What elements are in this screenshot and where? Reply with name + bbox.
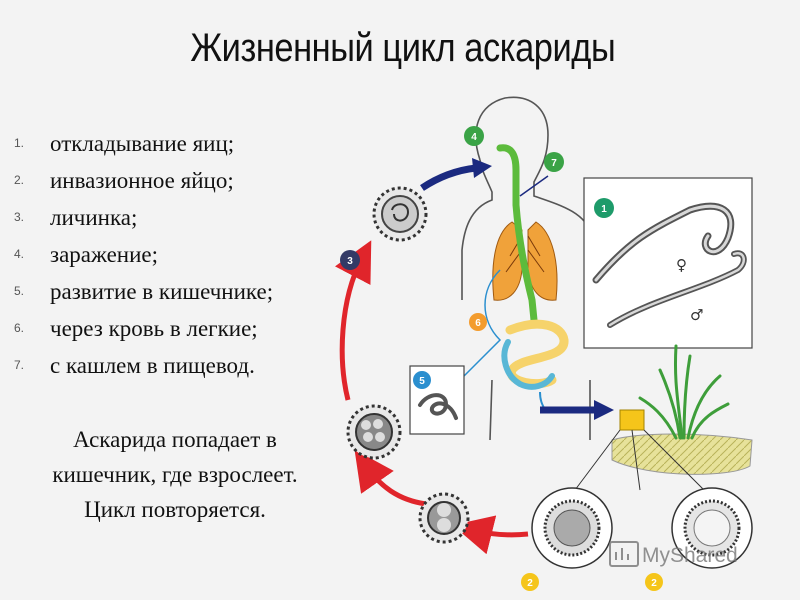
watermark: MyShared xyxy=(609,541,738,567)
badge-label: 2 xyxy=(651,578,657,589)
male-symbol: ♂ xyxy=(690,306,703,324)
step-item: 2. инвазионное яйцо; xyxy=(14,162,314,199)
intestines xyxy=(501,319,569,409)
badge-2: 2 xyxy=(521,573,539,591)
summary-text: Аскарида попадает в кишечник, где взросл… xyxy=(14,422,336,527)
step-number: 4. xyxy=(14,247,25,261)
slide-title: Жизненный цикл аскариды xyxy=(190,26,616,70)
esophagus xyxy=(496,144,538,324)
summary-line: Аскарида попадает в xyxy=(73,427,277,452)
step-text: через кровь в легкие; xyxy=(50,316,258,341)
summary-line: Цикл повторяется. xyxy=(84,497,266,522)
lifecycle-steps-list: 1.откладывание яиц; 2.инвазионное яйцо; … xyxy=(14,125,314,384)
badge-1: 1 xyxy=(594,198,614,218)
egg-stage-morula xyxy=(346,404,402,460)
badge-label: 6 xyxy=(475,318,481,329)
grass-tuft xyxy=(638,344,730,440)
step-number: 1. xyxy=(14,136,25,150)
blood-path-line xyxy=(461,269,502,379)
badge-label: 3 xyxy=(347,256,353,267)
badge-6: 6 xyxy=(469,313,487,331)
esophagus-pointer-line xyxy=(519,175,549,197)
badge-label: 4 xyxy=(471,132,477,143)
badge-3: 3 xyxy=(340,250,360,270)
egg-stage-3 xyxy=(372,186,428,242)
badge-5: 5 xyxy=(413,371,431,389)
step-text: развитие в кишечнике; xyxy=(50,279,274,304)
magnified-egg-right xyxy=(671,487,753,569)
female-symbol: ♀ xyxy=(676,256,687,274)
egg-stage-twocell xyxy=(418,492,470,544)
step-item: 1. откладывание яиц; xyxy=(14,125,314,162)
egg-site-marker xyxy=(619,409,645,431)
badge-label: 1 xyxy=(601,204,607,215)
magnified-egg-left xyxy=(531,487,613,569)
step-number: 2. xyxy=(14,173,25,187)
step-text: с кашлем в пищевод. xyxy=(50,353,255,378)
cycle-arrows xyxy=(335,240,529,555)
step-text: личинка; xyxy=(50,205,138,230)
step-text: откладывание яиц; xyxy=(50,131,235,156)
step-text: инвазионное яйцо; xyxy=(50,168,234,193)
badge-label: 5 xyxy=(419,376,425,387)
badge-7: 7 xyxy=(544,152,564,172)
step-number: 5. xyxy=(14,284,25,298)
watermark-text: MyShared xyxy=(642,544,738,567)
badge-2b: 2 xyxy=(645,573,663,591)
step-item: 5. развитие в кишечнике; xyxy=(14,273,314,310)
lungs xyxy=(492,221,558,301)
step-number: 3. xyxy=(14,210,25,224)
badge-label: 7 xyxy=(551,158,557,169)
presentation-icon xyxy=(609,541,639,567)
step-text: заражение; xyxy=(50,242,159,267)
badge-4: 4 xyxy=(464,126,484,146)
soil-with-grass xyxy=(571,344,753,495)
step-item: 6. через кровь в легкие; xyxy=(14,310,314,347)
arrow-into-mouth xyxy=(420,164,477,191)
step-number: 6. xyxy=(14,321,25,335)
step-item: 3. личинка; xyxy=(14,199,314,236)
step-item: 4. заражение; xyxy=(14,236,314,273)
badge-label: 2 xyxy=(527,578,533,589)
step-number: 7. xyxy=(14,358,25,372)
step-item: 7. с кашлем в пищевод. xyxy=(14,347,314,384)
summary-line: кишечник, где взрослеет. xyxy=(52,462,298,487)
